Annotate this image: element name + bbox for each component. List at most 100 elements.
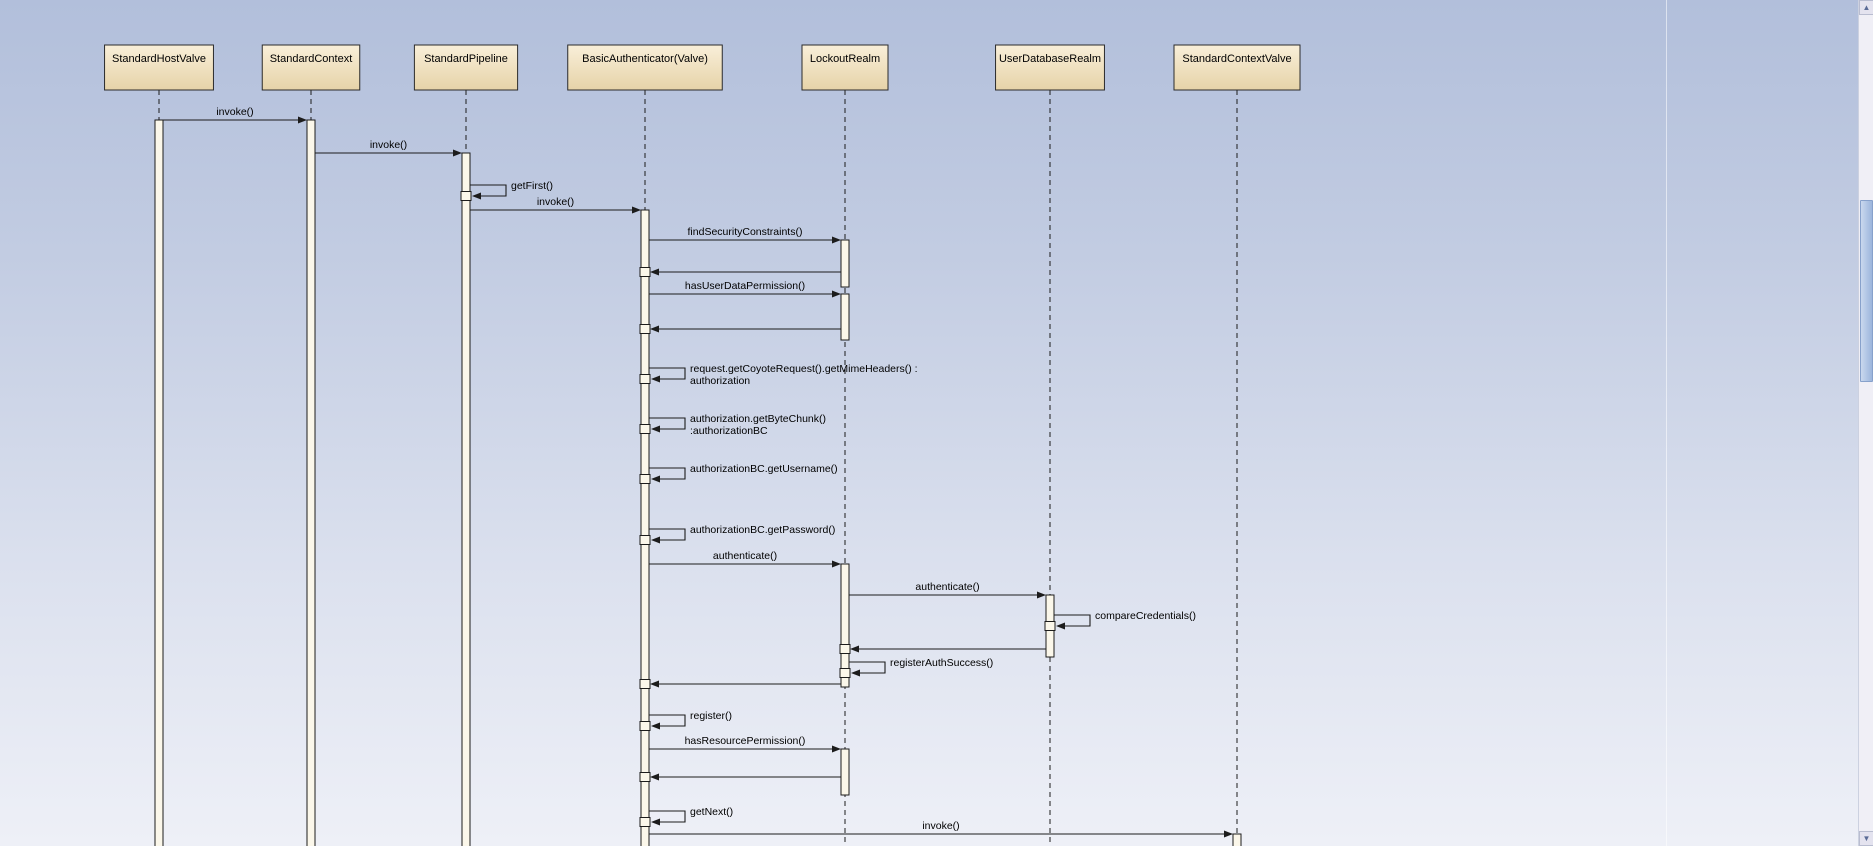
- message-comparecredentials[interactable]: compareCredentials(): [1044, 610, 1196, 631]
- message-getnext[interactable]: getNext(): [639, 806, 733, 827]
- message-label: authenticate(): [915, 581, 979, 593]
- nested-activation: [1044, 621, 1056, 631]
- message-return[interactable]: [639, 679, 841, 689]
- activation-lockoutrealm[interactable]: [840, 293, 850, 341]
- lifeline-head-standardcontext[interactable]: [261, 44, 361, 91]
- nested-activation: [839, 668, 851, 678]
- message-authorizationbc-getpassword[interactable]: authorizationBC.getPassword(): [639, 524, 835, 545]
- message-authenticate[interactable]: authenticate(): [849, 581, 1046, 599]
- message-label: invoke(): [922, 820, 959, 832]
- message-label: authorizationBC.getUsername(): [690, 463, 838, 475]
- nested-activation: [639, 474, 651, 484]
- nested-activation: [639, 535, 651, 545]
- vertical-scrollbar[interactable]: ▲ ▼: [1858, 0, 1873, 846]
- message-invoke[interactable]: invoke(): [315, 139, 462, 157]
- message-findsecurityconstraints[interactable]: findSecurityConstraints(): [649, 226, 841, 244]
- message-label: hasResourcePermission(): [685, 735, 806, 747]
- arrowhead-icon: [651, 818, 660, 826]
- arrowhead-icon: [650, 680, 659, 688]
- lifeline-head-standardpipeline[interactable]: [413, 44, 519, 91]
- lifeline-head-label: LockoutRealm: [810, 53, 880, 65]
- lifeline-head-lockoutrealm[interactable]: [801, 44, 889, 91]
- activation-lockoutrealm[interactable]: [840, 563, 850, 688]
- nested-activation: [639, 817, 651, 827]
- lifeline-head-label: StandardHostValve: [112, 53, 206, 65]
- message-register[interactable]: register(): [639, 710, 732, 731]
- activation-lockoutrealm[interactable]: [840, 239, 850, 288]
- activation-standardhostvalve[interactable]: [154, 119, 164, 846]
- arrowhead-icon: [832, 745, 841, 753]
- lifeline-head-standardhostvalve[interactable]: [104, 44, 214, 91]
- nested-activation: [639, 424, 651, 434]
- message-authorizationbc-getusername[interactable]: authorizationBC.getUsername(): [639, 463, 838, 484]
- message-label: authorizationBC.getPassword(): [690, 524, 835, 536]
- nested-activation: [839, 644, 851, 654]
- arrowhead-icon: [832, 290, 841, 298]
- message-registerauthsuccess[interactable]: registerAuthSuccess(): [839, 657, 993, 678]
- message-authorization-getbytechunk[interactable]: authorization.getByteChunk():authorizati…: [639, 413, 826, 437]
- arrowhead-icon: [298, 116, 307, 124]
- arrowhead-icon: [632, 206, 641, 214]
- arrowhead-icon: [832, 236, 841, 244]
- nested-activation: [460, 191, 472, 201]
- arrowhead-icon: [453, 149, 462, 157]
- message-label: compareCredentials(): [1095, 610, 1196, 622]
- scroll-up-button[interactable]: ▲: [1859, 0, 1873, 15]
- lifeline-head-standardcontextvalve[interactable]: [1173, 44, 1301, 91]
- lifeline-head-label: StandardContext: [270, 53, 353, 65]
- arrowhead-icon: [651, 375, 660, 383]
- message-label: hasUserDataPermission(): [685, 280, 805, 292]
- arrowhead-icon: [851, 669, 860, 677]
- arrowhead-icon: [1037, 591, 1046, 599]
- page-break-line: [1666, 0, 1667, 846]
- message-hasresourcepermission[interactable]: hasResourcePermission(): [649, 735, 841, 753]
- nested-activation: [639, 772, 651, 782]
- message-return[interactable]: [639, 324, 841, 334]
- nested-activation: [639, 721, 651, 731]
- message-return[interactable]: [639, 267, 841, 277]
- scroll-up-icon: ▲: [1862, 3, 1871, 12]
- scroll-down-icon: ▼: [1862, 834, 1871, 843]
- message-label: invoke(): [537, 196, 574, 208]
- arrowhead-icon: [832, 560, 841, 568]
- arrowhead-icon: [1056, 622, 1065, 630]
- message-request-getcoyoterequest-getmimeheaders[interactable]: request.getCoyoteRequest().getMimeHeader…: [639, 363, 918, 387]
- arrowhead-icon: [472, 192, 481, 200]
- nested-activation: [639, 679, 651, 689]
- message-invoke[interactable]: invoke(): [163, 106, 307, 124]
- activation-basicauthenticator-valve[interactable]: [640, 209, 650, 846]
- message-invoke[interactable]: invoke(): [649, 820, 1233, 838]
- message-return[interactable]: [639, 772, 841, 782]
- lifeline-head-label: UserDatabaseRealm: [999, 53, 1101, 65]
- message-getfirst[interactable]: getFirst(): [460, 180, 553, 201]
- arrowhead-icon: [651, 536, 660, 544]
- arrowhead-icon: [651, 722, 660, 730]
- message-label: invoke(): [370, 139, 407, 151]
- activation-standardpipeline[interactable]: [461, 152, 471, 846]
- message-label: authorization.getByteChunk():authorizati…: [690, 413, 826, 437]
- scroll-down-button[interactable]: ▼: [1859, 831, 1873, 846]
- arrowhead-icon: [651, 425, 660, 433]
- message-invoke[interactable]: invoke(): [470, 196, 641, 214]
- message-hasuserdatapermission[interactable]: hasUserDataPermission(): [649, 280, 841, 298]
- arrowhead-icon: [651, 475, 660, 483]
- message-label: findSecurityConstraints(): [688, 226, 803, 238]
- arrowhead-icon: [1224, 830, 1233, 838]
- message-authenticate[interactable]: authenticate(): [649, 550, 841, 568]
- activation-standardcontextvalve[interactable]: [1232, 833, 1242, 846]
- lifeline-head-userdatabaserealm[interactable]: [995, 44, 1105, 91]
- message-label: invoke(): [216, 106, 253, 118]
- message-return[interactable]: [839, 644, 1046, 654]
- message-label: getNext(): [690, 806, 733, 818]
- lifeline-head-basicauthenticator-valve[interactable]: [567, 44, 723, 91]
- activation-standardcontext[interactable]: [306, 119, 316, 846]
- activation-lockoutrealm[interactable]: [840, 748, 850, 796]
- nested-activation: [639, 374, 651, 384]
- lifeline-head-label: StandardPipeline: [424, 53, 508, 65]
- lifeline-head-label: StandardContextValve: [1182, 53, 1291, 65]
- arrowhead-icon: [650, 773, 659, 781]
- message-label: register(): [690, 710, 732, 722]
- scrollbar-thumb[interactable]: [1860, 200, 1873, 382]
